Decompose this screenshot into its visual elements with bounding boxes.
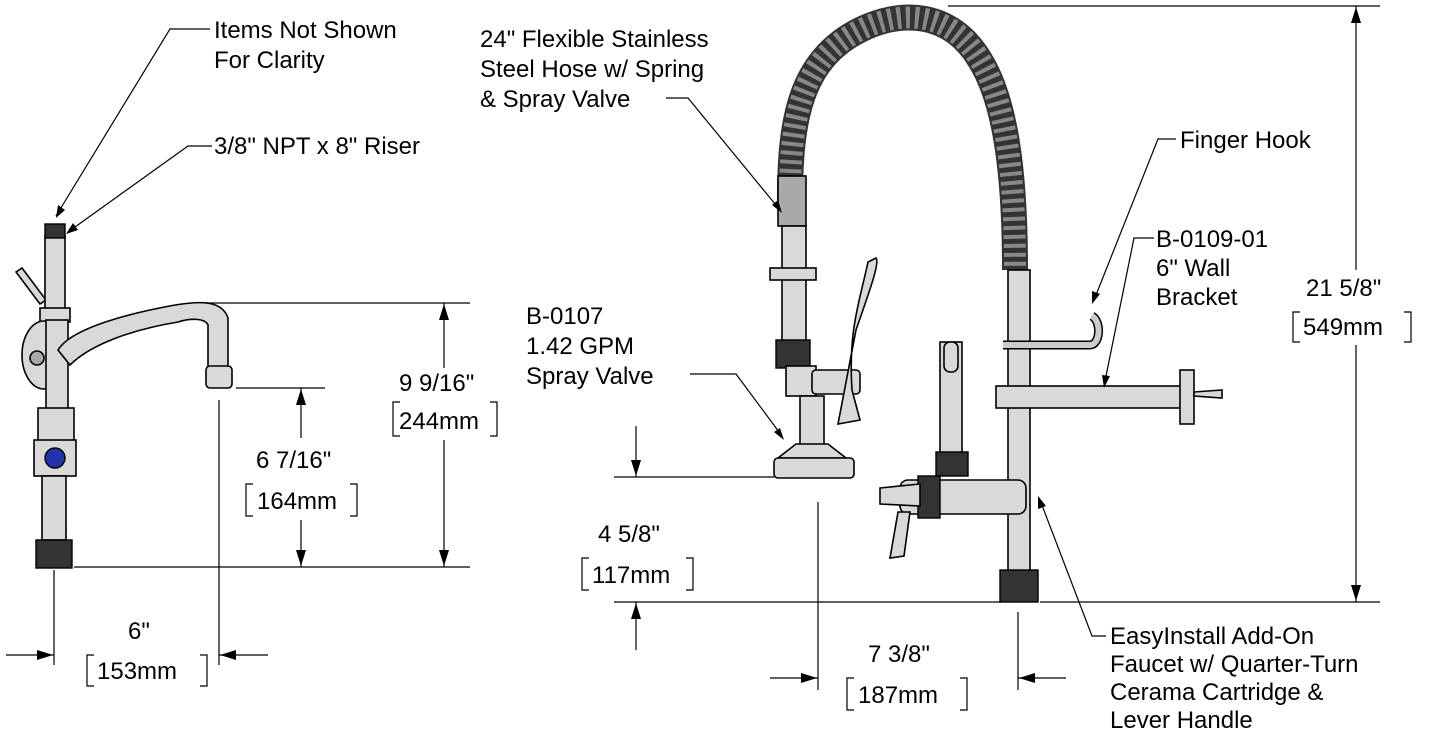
dim-spout-height-in: 9 9/16" (399, 370, 474, 397)
dim-spray-reach-mm: 187mm (858, 682, 938, 709)
label-spray-valve-3: Spray Valve (526, 363, 654, 390)
label-add-on-faucet-2: Faucet w/ Quarter-Turn (1110, 651, 1359, 678)
label-add-on-faucet-1: EasyInstall Add-On (1110, 623, 1314, 650)
dim-overall-height-mm: 549mm (1303, 314, 1383, 341)
label-add-on-faucet-4: Lever Handle (1110, 707, 1253, 732)
label-finger-hook: Finger Hook (1180, 127, 1312, 154)
label-wall-bracket-3: Bracket (1156, 284, 1238, 311)
label-items-not-shown-1: Items Not Shown (214, 17, 397, 44)
dim-spray-height-mm: 117mm (592, 562, 670, 589)
label-hose-1: 24" Flexible Stainless (480, 26, 709, 53)
dim-spout-reach-mm: 153mm (97, 658, 177, 685)
label-add-on-faucet-3: Cerama Cartridge & (1110, 679, 1323, 706)
mm-brackets (86, 311, 1412, 711)
label-riser: 3/8" NPT x 8" Riser (214, 133, 420, 160)
label-wall-bracket-2: 6" Wall (1156, 255, 1230, 282)
dim-spray-reach-in: 7 3/8" (868, 641, 930, 668)
label-items-not-shown-2: For Clarity (214, 47, 325, 74)
dim-spray-height-in: 4 5/8" (598, 521, 660, 548)
label-hose-3: & Spray Valve (480, 86, 630, 113)
label-spray-valve-1: B-0107 (526, 303, 603, 330)
dim-spout-clearance-mm: 164mm (257, 488, 337, 515)
label-wall-bracket-1: B-0109-01 (1156, 226, 1268, 253)
dimension-lines (6, 5, 1380, 690)
pre-rinse-unit (769, 4, 1223, 603)
dim-spout-clearance-in: 6 7/16" (256, 447, 331, 474)
leader-lines (55, 28, 1176, 637)
label-hose-2: Steel Hose w/ Spring (480, 56, 704, 83)
side-view-faucet (14, 223, 233, 569)
dim-spout-height-mm: 244mm (399, 408, 479, 435)
label-spray-valve-2: 1.42 GPM (526, 333, 634, 360)
dim-spout-reach-in: 6" (128, 618, 150, 645)
dim-overall-height-in: 21 5/8" (1306, 275, 1381, 302)
